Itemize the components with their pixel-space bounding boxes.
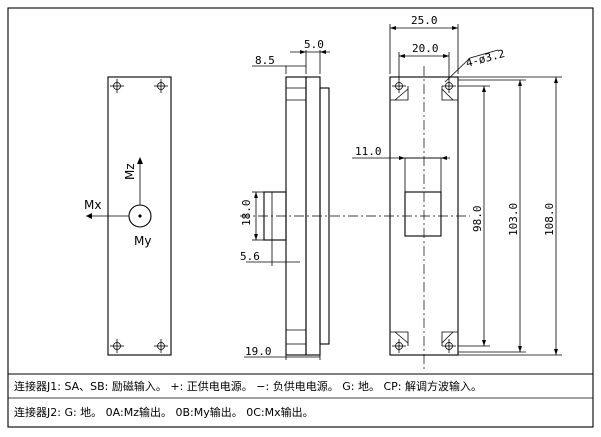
dim-11-0: 11.0 (355, 145, 382, 158)
dim-5-6: 5.6 (240, 250, 260, 263)
dim-20-0: 20.0 (412, 42, 439, 55)
dim-5-0: 5.0 (304, 38, 324, 51)
dim-8-5: 8.5 (255, 54, 275, 67)
dim-108-0: 108.0 (543, 203, 556, 236)
dim-103-0: 103.0 (507, 203, 520, 236)
connector-j2-note: 连接器J2: G: 地。 0A:Mz输出。 0B:My输出。 0C:Mx输出。 (14, 406, 314, 419)
dim-98-0: 98.0 (471, 206, 484, 233)
side-view (244, 50, 330, 360)
axis-label-mz: Mz (123, 163, 137, 180)
dim-18-0: 18.0 (240, 200, 253, 227)
axis-label-mx: Mx (84, 198, 101, 212)
front-view (86, 76, 172, 356)
connector-j1-note: 连接器J1: SA、SB: 励磁输入。 +: 正供电电源。 −: 负供电电源。 … (14, 380, 482, 393)
dim-25-0: 25.0 (411, 14, 438, 27)
notes-area: 连接器J1: SA、SB: 励磁输入。 +: 正供电电源。 −: 负供电电源。 … (8, 376, 593, 427)
drawing-frame (7, 7, 594, 428)
rear-view (352, 24, 562, 370)
dim-19-0: 19.0 (245, 345, 272, 358)
dim-holes: 4-ø3.2 (464, 47, 506, 70)
axis-label-my: My (134, 234, 151, 248)
